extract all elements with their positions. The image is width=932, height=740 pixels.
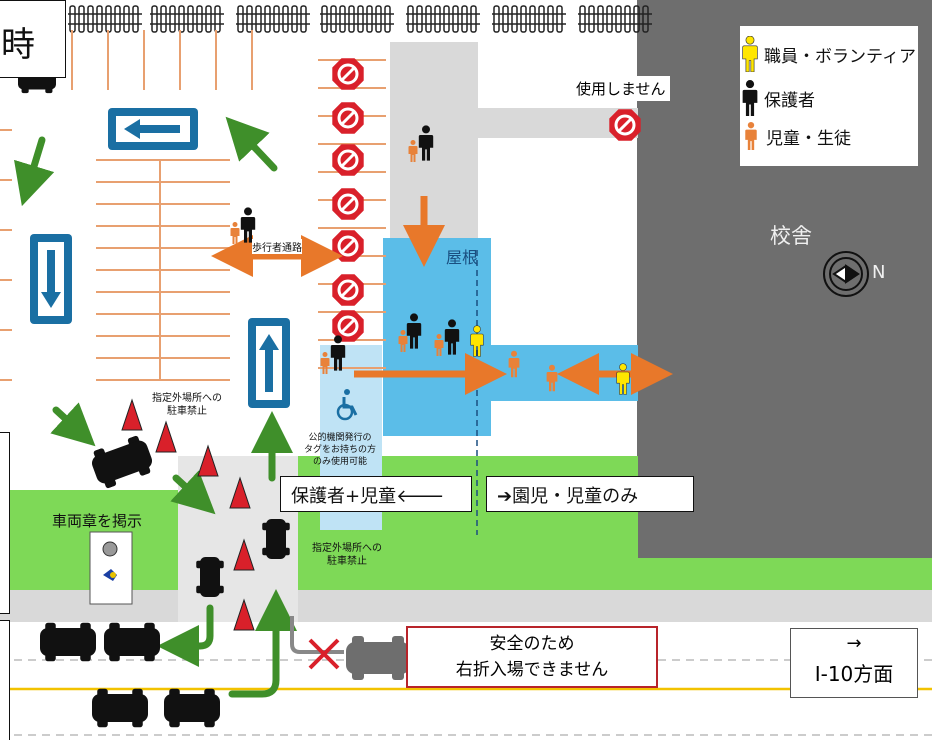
parking-lines (0, 30, 386, 381)
fence-segment (68, 5, 142, 33)
legend-guardian: 保護者 (740, 80, 815, 116)
fence-segment (236, 5, 310, 33)
car (104, 622, 160, 662)
person (240, 207, 256, 243)
guardian-child-box: 保護者+児童🡐 (280, 476, 472, 512)
walkway-vertical (390, 42, 478, 242)
no-parking-label-2: 指定外場所への 駐車禁止 (312, 543, 382, 567)
no-entry-sign (332, 102, 364, 134)
no-entry-sign (332, 144, 364, 176)
car (40, 622, 96, 662)
legend-staff: 職員・ボランティア (740, 36, 916, 72)
time-label-box: 時 (0, 0, 66, 78)
fence-segment (492, 5, 566, 33)
traffic-cone (121, 398, 143, 431)
left-edge-panel-bottom (0, 620, 10, 740)
i10-direction: I-10方面 (814, 662, 894, 686)
wheelchair-icon (336, 389, 358, 421)
legend-guardian-label: 保護者 (764, 90, 815, 111)
gray-turn-arrow (290, 616, 344, 654)
not-in-use-label-box: 使用しません (572, 76, 670, 101)
no-entry-sign (332, 310, 364, 342)
no-right-turn-label: 安全のため 右折入場できません (455, 634, 609, 680)
guardian-child-label: 保護者+児童🡐 (291, 486, 445, 507)
car (262, 519, 290, 559)
permit-sign (89, 531, 133, 605)
children-only-box: ➔園児・児童のみ (486, 476, 694, 512)
traffic-cone (229, 476, 251, 509)
fence-segment (578, 5, 652, 33)
car (87, 433, 157, 491)
no-entry-sign (332, 188, 364, 220)
accessible-note: 公的機関発行の タグをお持ちの方 のみ使用可能 (304, 433, 377, 467)
fence-segment (150, 5, 224, 33)
no-parking-label-1: 指定外場所への 駐車禁止 (152, 393, 222, 417)
legend-child-label: 児童・生徒 (766, 128, 851, 149)
display-permit-label: 車両章を掲示 (52, 512, 143, 530)
car (196, 557, 224, 597)
traffic-cone (155, 420, 177, 453)
sign-left-arrow (108, 108, 198, 150)
i10-box: → I-10方面 (790, 628, 918, 698)
person (230, 222, 240, 244)
walkway-label: 歩行者通路 (252, 239, 302, 254)
fence (68, 5, 652, 33)
car-gray (346, 636, 410, 680)
sign-up-arrow (248, 318, 290, 408)
guardian-person-icon (740, 80, 760, 116)
no-right-turn-box: 安全のため 右折入場できません (406, 626, 658, 688)
compass-icon (823, 251, 869, 297)
orange-arrows (211, 196, 673, 395)
no-entry-sign (609, 109, 641, 141)
children-only-label: ➔園児・児童のみ (497, 486, 639, 507)
legend-child: 児童・生徒 (744, 122, 851, 150)
time-label: 時 (1, 25, 35, 65)
sign-down-arrow (30, 234, 72, 324)
i10-arrow: → (846, 633, 862, 654)
no-entry-sign (332, 230, 364, 262)
car (92, 688, 148, 728)
compass-n-label: N (872, 262, 886, 283)
building-label: 校舎 (770, 224, 812, 248)
traffic-cone (233, 598, 255, 631)
no-entry-sign (332, 274, 364, 306)
staff-person-icon (740, 36, 760, 72)
lawn-far-right (638, 558, 932, 590)
traffic-cone (197, 444, 219, 477)
fence-segment (406, 5, 480, 33)
traffic-cone (233, 538, 255, 571)
legend: 職員・ボランティア 保護者 児童・生徒 (740, 26, 918, 166)
roof-label: 屋根 (446, 248, 479, 267)
traffic-cones (121, 398, 255, 631)
car (164, 688, 220, 728)
child-person-icon (744, 122, 758, 150)
legend-staff-label: 職員・ボランティア (764, 46, 916, 67)
fence-segment (320, 5, 394, 33)
green-arrows (14, 116, 297, 698)
not-in-use-label: 使用しません (576, 80, 666, 98)
sidewalk-bottom (0, 590, 932, 622)
no-entry-sign (332, 58, 364, 90)
no-turn-x (308, 638, 340, 670)
left-edge-panel-top (0, 432, 10, 614)
